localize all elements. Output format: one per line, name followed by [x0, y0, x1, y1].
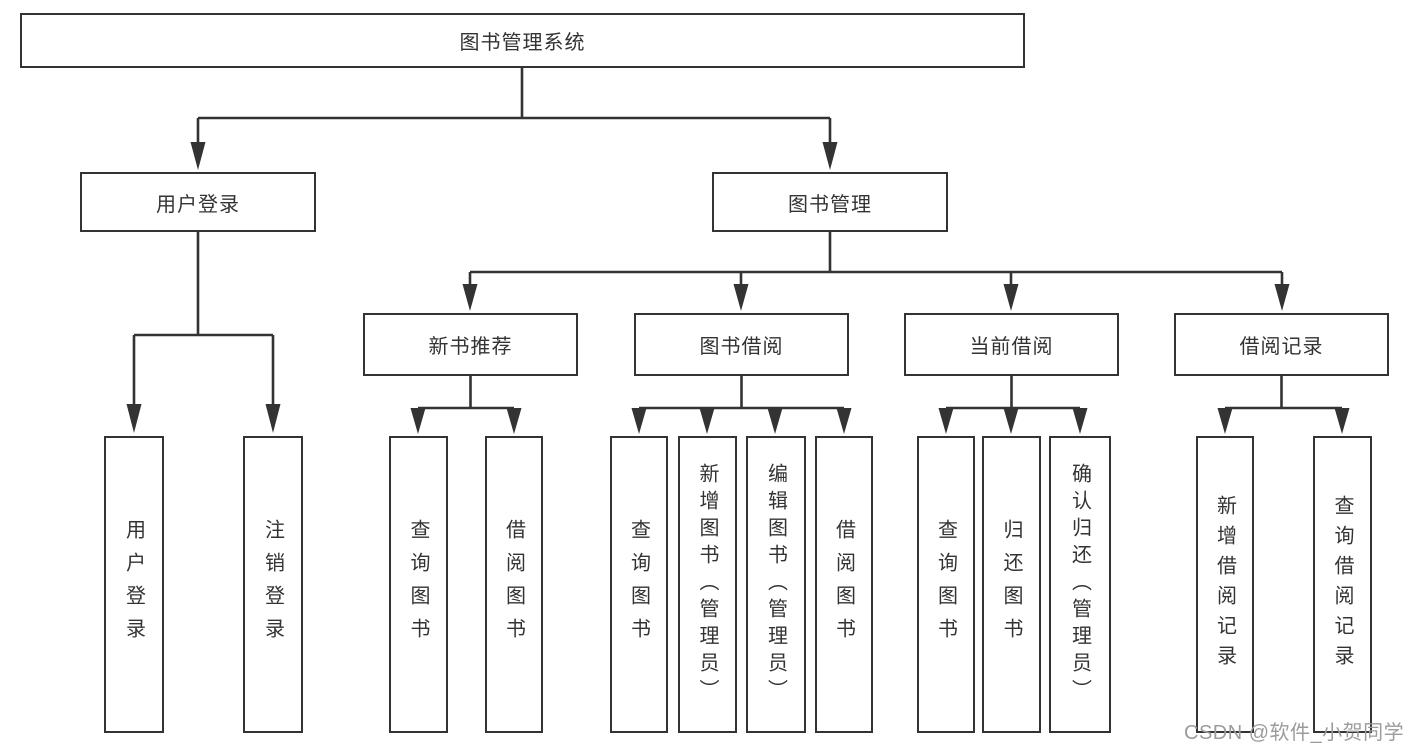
connector-level3-to-leaves — [418, 376, 1342, 410]
down-arrow-icon — [767, 408, 783, 434]
leaf-confirm-return-admin: 确认归还（管理员） — [1049, 436, 1111, 733]
leaf-query-books-recommend: 查询图书 — [389, 436, 448, 733]
leaf-logout: 注销登录 — [243, 436, 303, 733]
node-user-login-module: 用户登录 — [80, 172, 316, 232]
connector-login-to-leaves — [132, 232, 275, 406]
down-arrow-icon — [1217, 408, 1233, 434]
leaf-query-borrow-record: 查询借阅记录 — [1313, 436, 1372, 733]
connector-mgmt-to-level3 — [468, 232, 1284, 286]
down-arrow-icon — [1334, 408, 1350, 434]
leaf-add-borrow-record: 新增借阅记录 — [1196, 436, 1254, 733]
down-arrow-icon — [1003, 284, 1019, 311]
down-arrow-icon — [1003, 408, 1019, 434]
down-arrow-icon — [126, 404, 142, 433]
node-library-management-system: 图书管理系统 — [20, 13, 1025, 68]
leaf-edit-book-admin: 编辑图书（管理员） — [746, 436, 806, 733]
node-borrowing-records: 借阅记录 — [1174, 313, 1389, 376]
down-arrow-icon — [1072, 408, 1088, 434]
connector-root-to-level2 — [196, 68, 832, 144]
leaf-query-books-current: 查询图书 — [917, 436, 975, 733]
down-arrow-icon — [1274, 284, 1290, 311]
down-arrow-icon — [265, 404, 281, 433]
down-arrow-icon — [699, 408, 715, 434]
node-book-management-module: 图书管理 — [712, 172, 948, 232]
node-current-borrowing: 当前借阅 — [904, 313, 1119, 376]
down-arrow-icon — [506, 408, 522, 434]
down-arrow-icon — [410, 408, 426, 434]
leaf-user-login: 用户登录 — [104, 436, 164, 733]
down-arrow-icon — [733, 284, 749, 311]
down-arrow-icon — [462, 284, 478, 311]
down-arrow-icon — [631, 408, 647, 434]
down-arrow-icon — [836, 408, 852, 434]
leaf-borrow-books-recommend: 借阅图书 — [485, 436, 543, 733]
csdn-watermark: CSDN @软件_小贺同学 — [1184, 722, 1405, 744]
leaf-return-books: 归还图书 — [982, 436, 1041, 733]
down-arrow-icon — [190, 142, 206, 170]
node-new-book-recommendation: 新书推荐 — [363, 313, 578, 376]
node-book-borrowing: 图书借阅 — [634, 313, 849, 376]
leaf-query-books-borrowing: 查询图书 — [610, 436, 668, 733]
leaf-add-book-admin: 新增图书（管理员） — [678, 436, 737, 733]
down-arrow-icon — [822, 142, 838, 170]
leaf-borrow-books-borrowing: 借阅图书 — [815, 436, 873, 733]
down-arrow-icon — [938, 408, 954, 434]
